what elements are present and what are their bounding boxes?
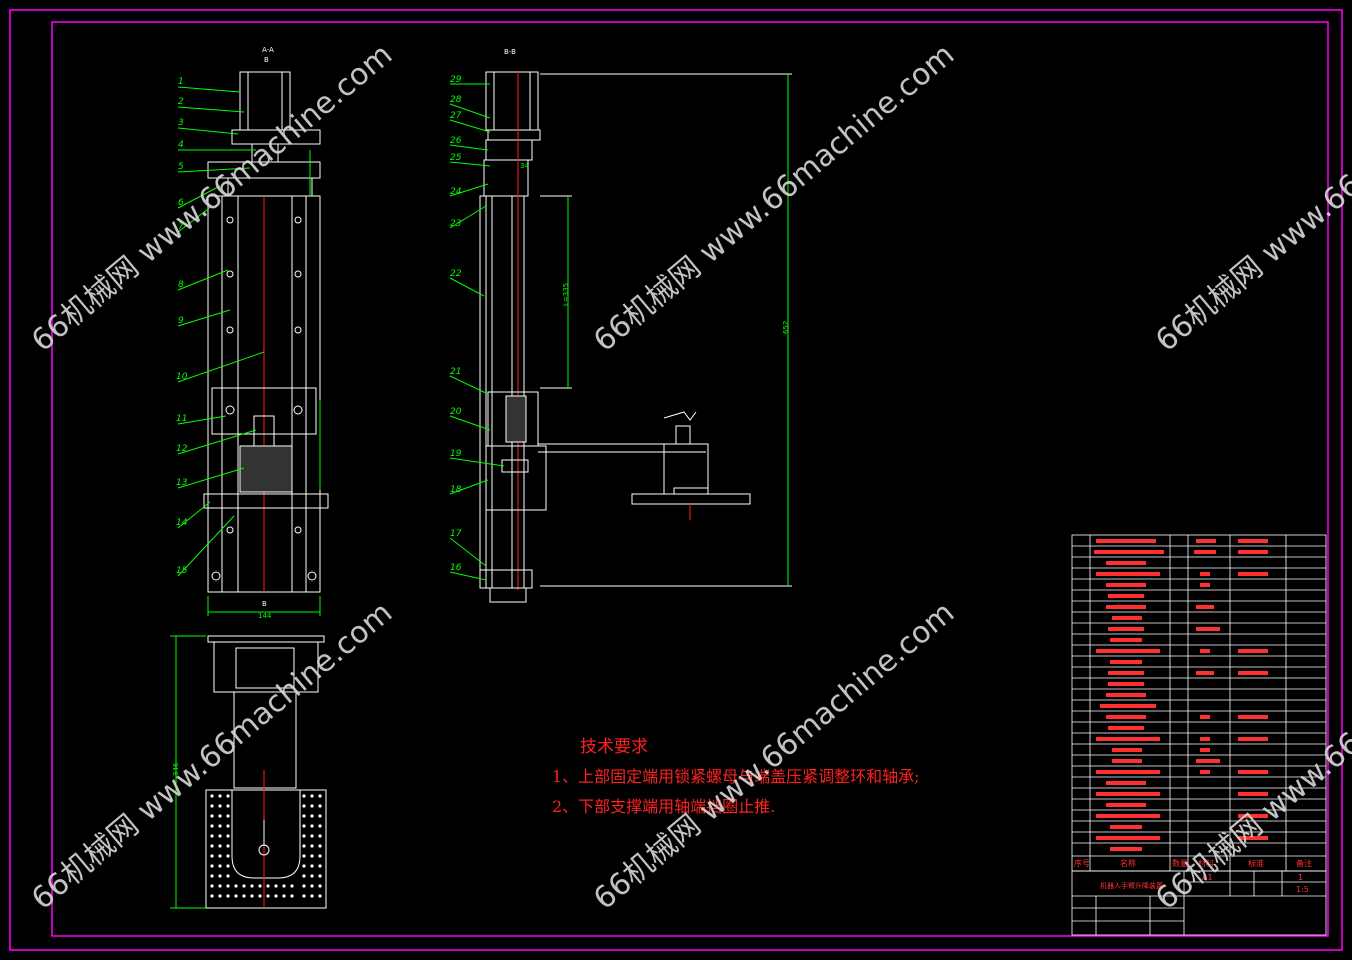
bom-header-no: 序号 <box>1074 858 1090 868</box>
balloon-5: 5 <box>178 162 184 172</box>
left-balloons: 1 2 3 4 5 6 7 8 9 10 11 12 13 14 15 <box>176 77 265 577</box>
balloon-28: 28 <box>450 95 462 105</box>
balloon-3: 3 <box>178 118 184 128</box>
cut-mark-bottom: B <box>262 600 267 608</box>
balloon-20: 20 <box>450 407 462 417</box>
balloon-9: 9 <box>178 316 184 326</box>
balloon-8: 8 <box>178 280 184 290</box>
bom-header-remark: 备注 <box>1296 858 1312 868</box>
technical-note-1: 1、上部固定端用锁紧螺母与端盖压紧调整环和轴承; <box>552 767 920 786</box>
balloon-26: 26 <box>450 136 462 146</box>
technical-notes: 技术要求 1、上部固定端用锁紧螺母与端盖压紧调整环和轴承; 2、下部支撑端用轴端… <box>552 732 920 823</box>
balloon-2: 2 <box>178 97 184 107</box>
balloon-7: 7 <box>178 222 184 232</box>
title-drawing-name: 机器人手臂升降装置 <box>1100 881 1163 890</box>
balloon-4: 4 <box>178 140 184 150</box>
balloon-15: 15 <box>176 566 188 576</box>
bom-header-qty: 数量 <box>1172 858 1188 868</box>
balloon-10: 10 <box>176 372 188 382</box>
balloon-29: 29 <box>450 75 462 85</box>
balloon-17: 17 <box>450 529 462 539</box>
hole-pattern <box>210 794 322 898</box>
title-size: A1 <box>1202 873 1213 882</box>
balloon-11: 11 <box>176 414 187 424</box>
balloon-24: 24 <box>450 187 462 197</box>
technical-notes-title: 技术要求 <box>580 737 648 757</box>
balloon-27: 27 <box>450 111 462 121</box>
dim-height-left: 346 <box>172 762 180 776</box>
cut-mark-top: B <box>264 56 269 64</box>
balloon-12: 12 <box>176 444 188 454</box>
outer-frame <box>9 9 1343 951</box>
balloon-13: 13 <box>176 478 188 488</box>
balloon-1: 1 <box>178 77 184 87</box>
balloon-21: 21 <box>450 367 461 377</box>
technical-note-2: 2、下部支撑端用轴端挡圈止推. <box>552 797 776 816</box>
middle-balloons: 29 28 27 26 25 24 23 22 21 20 19 18 17 1… <box>449 75 505 581</box>
dim-nut-middle: 34 <box>520 162 529 170</box>
balloon-6: 6 <box>178 198 184 208</box>
balloon-25: 25 <box>450 153 462 163</box>
dim-width-left: 144 <box>258 612 272 620</box>
balloon-22: 22 <box>450 269 462 279</box>
balloon-18: 18 <box>450 485 462 495</box>
balloon-23: 23 <box>450 219 462 229</box>
inner-frame <box>51 21 1329 937</box>
left-view: A-A B 144 B <box>170 46 329 909</box>
bom-header-name: 名称 <box>1120 858 1136 868</box>
title-sheet: 1 <box>1298 873 1303 882</box>
balloon-19: 19 <box>450 449 462 459</box>
section-label-bb: B-B <box>504 48 516 56</box>
bom-table <box>1071 534 1327 936</box>
bom-header: 序号 名称 数量 材料 标准 备注 机器人手臂升降装置 A1 1 1:5 <box>1074 858 1312 894</box>
bom-rows <box>1094 539 1268 851</box>
bom-header-standard: 标准 <box>1248 858 1264 868</box>
dim-height-middle: 652 <box>782 321 790 334</box>
balloon-14: 14 <box>176 518 188 528</box>
bom-header-material: 材料 <box>1198 858 1214 868</box>
dim-stroke-middle: L=335 <box>562 283 570 306</box>
title-scale: 1:5 <box>1296 885 1309 894</box>
balloon-16: 16 <box>450 563 462 573</box>
section-label-aa: A-A <box>262 46 274 54</box>
